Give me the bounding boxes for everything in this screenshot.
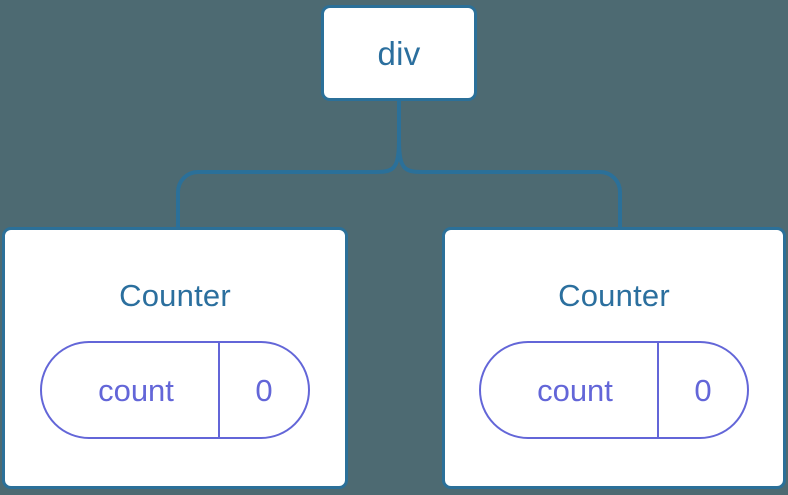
state-pill-left: count 0 bbox=[40, 341, 310, 439]
state-value-left: 0 bbox=[218, 343, 308, 437]
connector-to-left-child bbox=[176, 139, 401, 230]
state-pill-right: count 0 bbox=[479, 341, 749, 439]
state-key-right: count bbox=[537, 372, 613, 408]
node-div-label: div bbox=[377, 34, 421, 72]
connector-to-right-child bbox=[397, 139, 622, 230]
state-value-right: 0 bbox=[657, 343, 747, 437]
state-key-left: count bbox=[98, 372, 174, 408]
node-div[interactable]: div bbox=[321, 5, 477, 101]
node-counter-right-title: Counter bbox=[558, 278, 670, 313]
node-counter-left[interactable]: Counter count 0 bbox=[2, 227, 348, 489]
node-counter-left-title: Counter bbox=[119, 278, 231, 313]
node-counter-right[interactable]: Counter count 0 bbox=[442, 227, 786, 489]
